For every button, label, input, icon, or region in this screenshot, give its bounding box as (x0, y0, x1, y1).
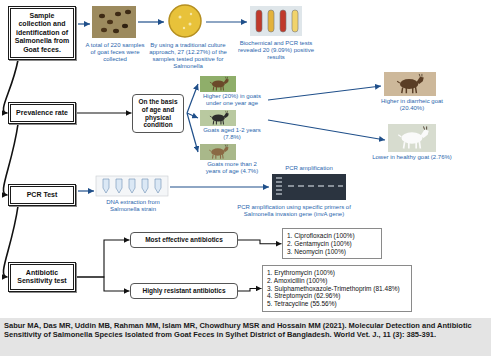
list-box: 1. Ciprofloxacin (100%)2. Gentamycin (10… (282, 228, 382, 259)
blue-label: PCR amplification (272, 165, 346, 172)
box-text: Most effective antibiotics (135, 236, 233, 244)
feces-photo (92, 6, 136, 38)
connector-arrow (238, 288, 262, 291)
box-text: 2. Amoxicillin (100%) (267, 277, 407, 285)
goat-photo (200, 76, 236, 92)
healthy-goat-photo (388, 124, 436, 152)
box-text: 1. Erythromycin (100%) (267, 269, 407, 277)
connector-arrow (76, 277, 130, 291)
rounded-box: On the basis of age and physical conditi… (132, 94, 184, 133)
box-text: 2. Gentamycin (100%) (287, 240, 377, 248)
citation-caption: Sabur MA, Das MR, Uddin MB, Rahman MM, I… (4, 321, 487, 340)
box-text: 5. Tetracycline (55.56%) (267, 300, 407, 308)
blue-label: Biochemical and PCR tests revealed 20 (9… (236, 40, 316, 61)
biochemical-tubes (250, 6, 302, 36)
box-text: 1. Ciprofloxacin (100%) (287, 232, 377, 240)
blue-label: By using a traditional culture approach,… (146, 42, 230, 70)
blue-label: A total of 220 samples of goat feces wer… (84, 42, 146, 63)
rounded-box: Highly resistant antibiotics (130, 283, 238, 299)
gel-image (272, 174, 346, 200)
box-text: On the basis of age and physical conditi… (137, 98, 179, 129)
pcr-tubes (96, 176, 168, 196)
connector-arrow (238, 240, 282, 244)
culture-plate (169, 5, 201, 37)
box-text: 3. Neomycin (100%) (287, 248, 377, 256)
blue-label: PCR amplification using specific primers… (236, 204, 352, 218)
blue-label: Higher (20%) in goats under one year age (200, 93, 264, 107)
goat-photo (200, 110, 236, 126)
connector-arrow (76, 240, 130, 277)
box-text: 3. Sulphamethoxazole-Trimethoprim (81.48… (267, 285, 407, 293)
rounded-box: Most effective antibiotics (130, 232, 238, 248)
blue-label: Higher in diarrheic goat (20.40%) (372, 98, 452, 112)
blue-label: DNA extraction from Salmonella strain (94, 199, 172, 213)
box-text: Antibiotic Sensitivity test (14, 269, 70, 286)
flow-arrows (78, 22, 385, 191)
goat-photo (200, 144, 236, 160)
process-box: PCR Test (8, 184, 76, 206)
box-text: Highly resistant antibiotics (135, 287, 233, 295)
process-box: Antibiotic Sensitivity test (8, 262, 76, 292)
box-text: Prevalence rate (14, 109, 70, 117)
connector-arrow (76, 112, 132, 113)
diarrheic-goat-photo (384, 72, 436, 96)
box-text: Sample collection and identification of … (14, 12, 70, 54)
blue-label: Lower in healthy goat (2.76%) (372, 154, 452, 161)
box-text: PCR Test (14, 191, 70, 199)
box-text: 4. Streptomycin (62.96%) (267, 292, 407, 300)
blue-label: Goats aged 1-2 years (7.8%) (200, 127, 264, 141)
process-box: Sample collection and identification of … (8, 6, 76, 60)
list-box: 1. Erythromycin (100%)2. Amoxicillin (10… (262, 265, 412, 312)
blue-label: Goats more than 2 years of age (4.7%) (200, 161, 264, 175)
process-box: Prevalence rate (8, 102, 76, 124)
